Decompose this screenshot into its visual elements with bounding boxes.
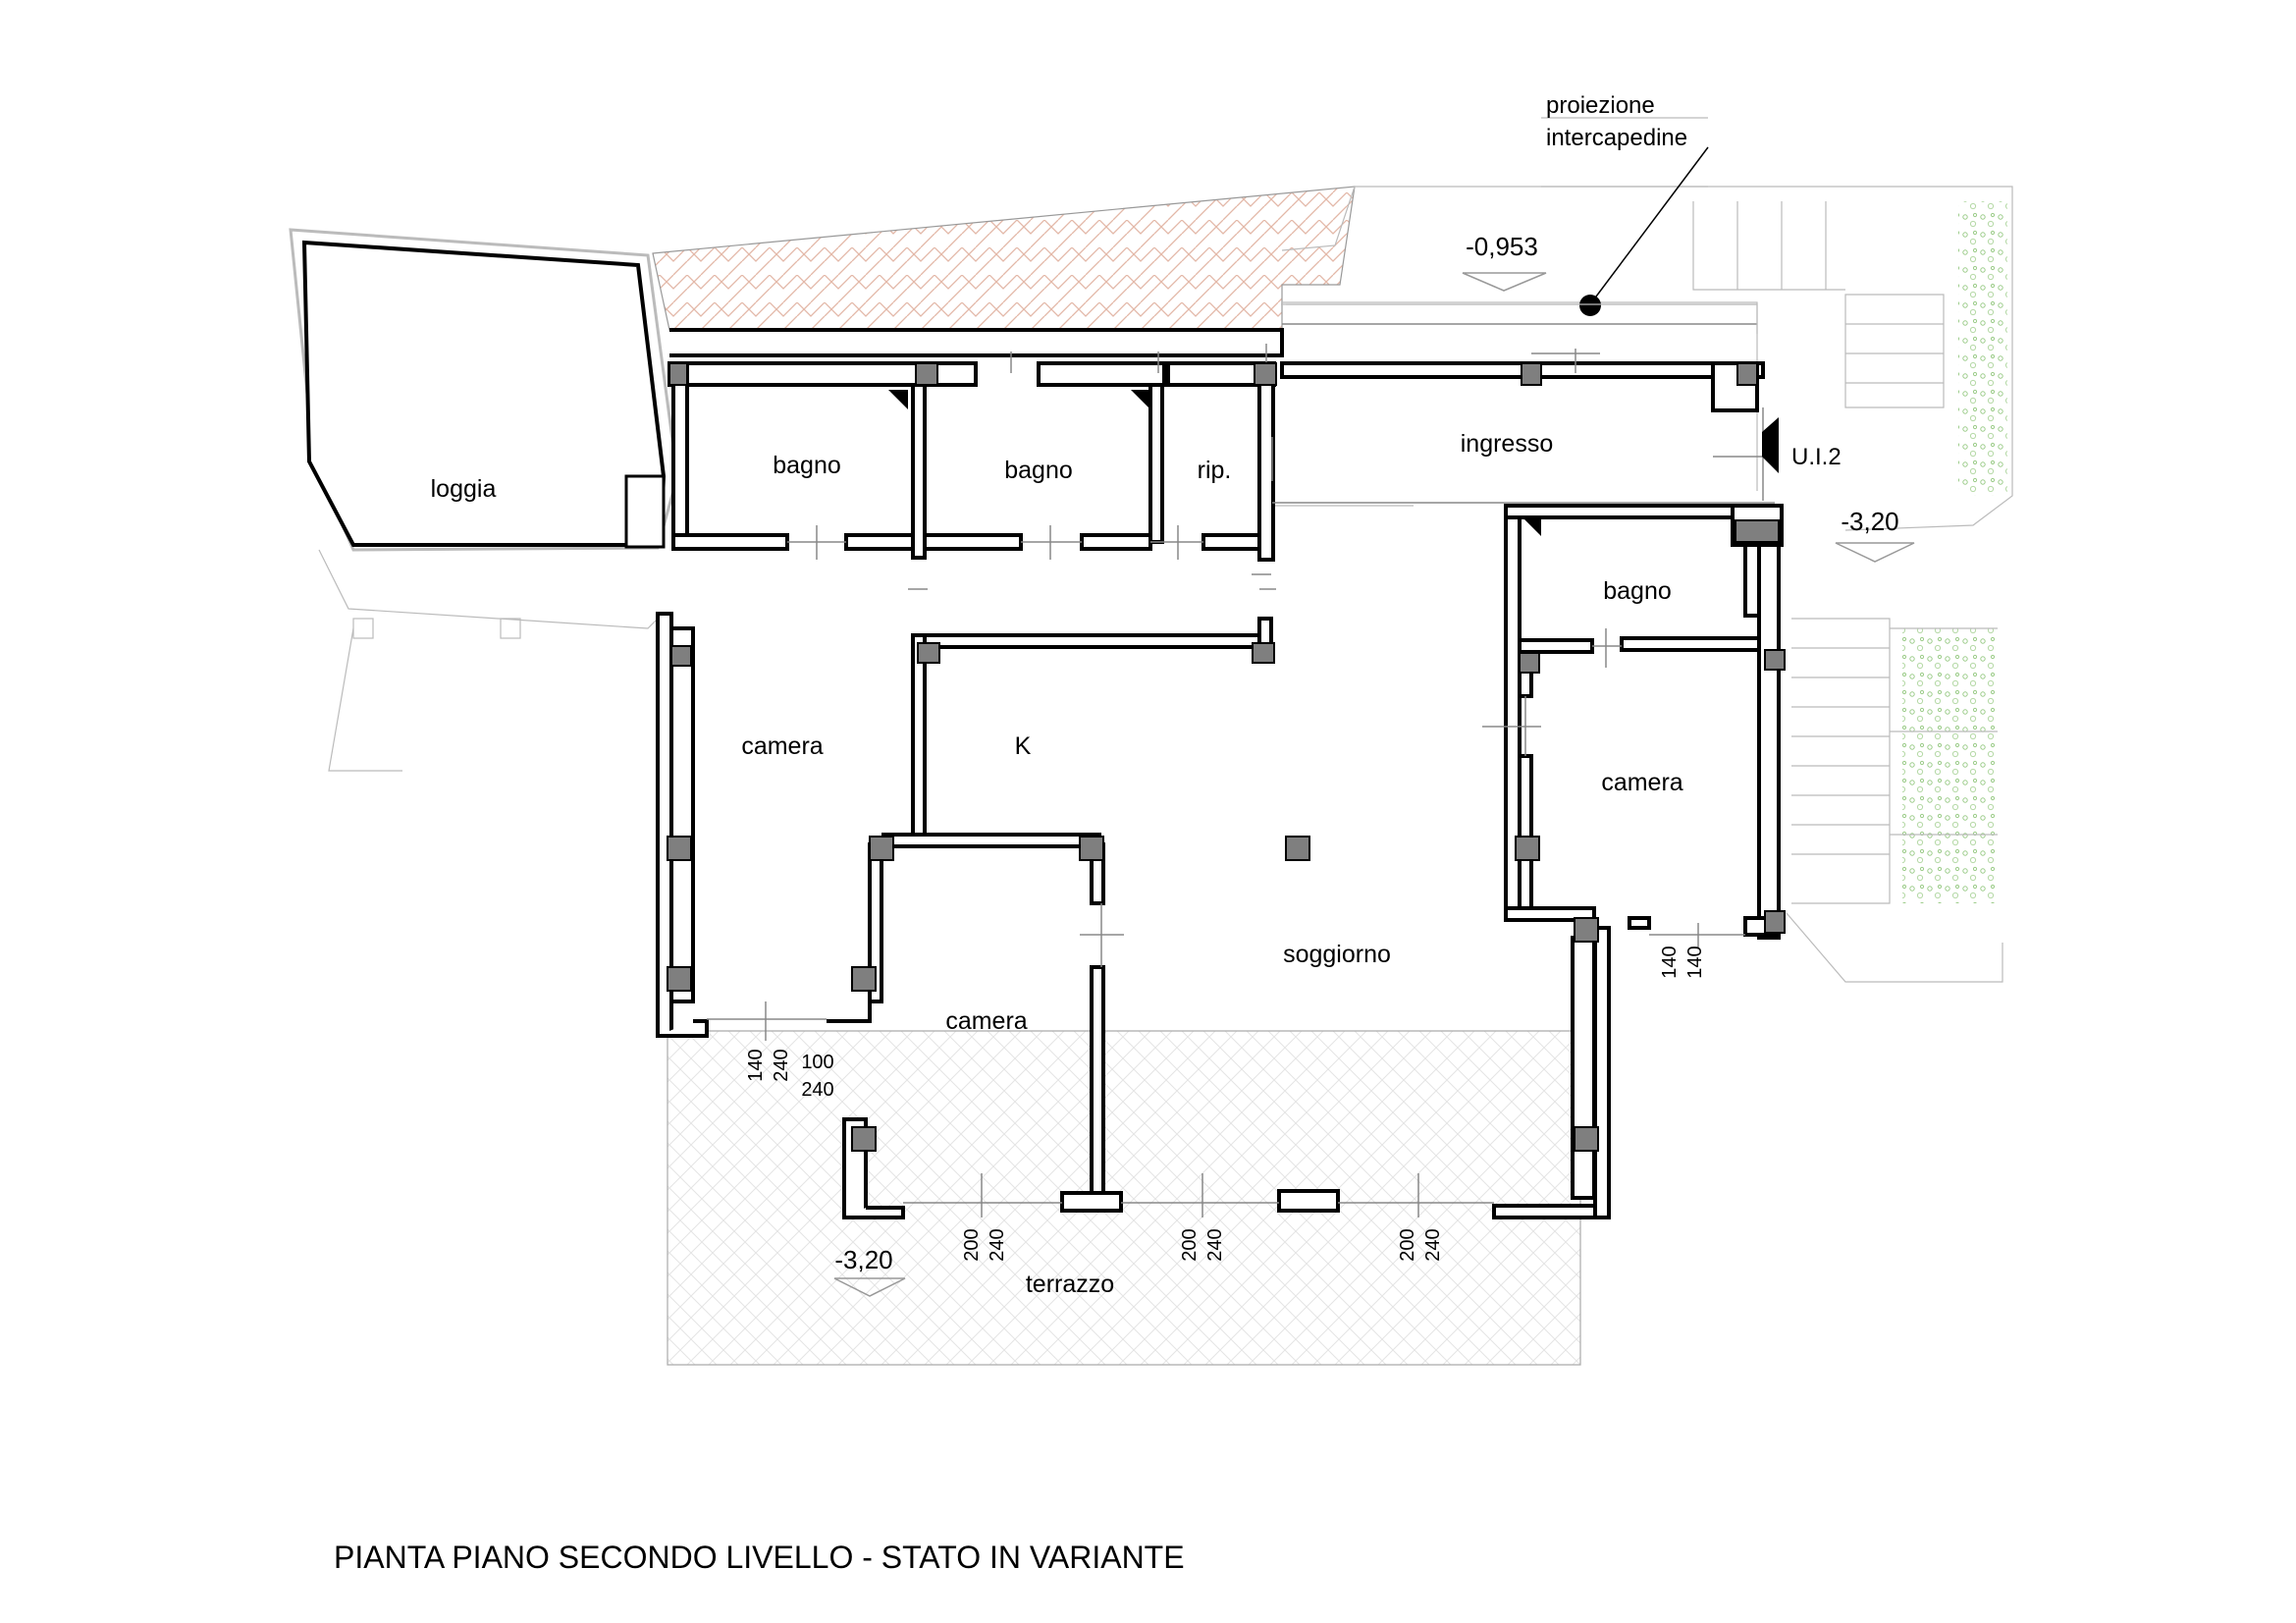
loggia-structure xyxy=(289,228,679,772)
column xyxy=(1574,1126,1599,1152)
vegetation-strip-bottom xyxy=(1902,628,1996,903)
shaft-marker xyxy=(888,390,908,409)
shaft-marker xyxy=(1523,518,1541,536)
unit-label: U.I.2 xyxy=(1791,444,1842,470)
hatched-ground-top xyxy=(652,186,1356,331)
exterior-linework xyxy=(1271,186,2013,983)
room-label-camera-center: camera xyxy=(945,1007,1027,1035)
level-value-right: -3,20 xyxy=(1841,507,1898,536)
level-arrow-terrace xyxy=(833,1277,906,1297)
room-label-soggiorno: soggiorno xyxy=(1283,941,1391,968)
column xyxy=(1079,836,1104,861)
vegetation-strip-top xyxy=(1958,201,2007,496)
projection-label-line1: proiezione xyxy=(1546,92,1655,119)
level-arrow-top xyxy=(1462,272,1547,292)
column xyxy=(869,836,894,861)
room-label-loggia: loggia xyxy=(431,475,497,503)
dimension-text: 140 xyxy=(1684,946,1706,978)
terrace-area xyxy=(667,1030,1581,1366)
room-label-terrazzo: terrazzo xyxy=(1026,1271,1114,1298)
room-label-ripostiglio: rip. xyxy=(1198,457,1232,484)
column xyxy=(668,362,688,386)
column xyxy=(1735,519,1780,543)
column xyxy=(851,966,877,992)
dimension-text: 240 xyxy=(987,1228,1008,1261)
column xyxy=(667,836,692,861)
level-value-terrace: -3,20 xyxy=(834,1245,892,1274)
column xyxy=(1519,652,1540,674)
column xyxy=(1574,917,1599,943)
room-label-ingresso: ingresso xyxy=(1461,430,1554,458)
dimension-text: 240 xyxy=(771,1049,792,1081)
column xyxy=(917,642,940,664)
column xyxy=(851,1126,877,1152)
dimension-text: 200 xyxy=(1397,1228,1418,1261)
drawing-title: PIANTA PIANO SECONDO LIVELLO - STATO IN … xyxy=(334,1540,1185,1575)
room-label-camera-left: camera xyxy=(741,732,823,760)
columns xyxy=(667,362,1786,1152)
shaft-marker xyxy=(1131,390,1148,407)
column xyxy=(1736,362,1758,386)
level-arrow-right xyxy=(1835,542,1915,563)
dimension-text: 240 xyxy=(1422,1228,1444,1261)
column xyxy=(667,966,692,992)
dimension-text: 240 xyxy=(801,1079,833,1101)
projection-marker xyxy=(1286,117,1757,316)
dimension-text: 240 xyxy=(1204,1228,1226,1261)
room-label-kitchen: K xyxy=(1015,732,1032,760)
room-label-bagno-3: bagno xyxy=(1603,577,1672,605)
projection-label-line2: intercapedine xyxy=(1546,125,1687,151)
room-label-bagno-2: bagno xyxy=(1004,457,1073,484)
column xyxy=(1764,649,1786,671)
dimension-text: 140 xyxy=(745,1049,767,1081)
column xyxy=(915,362,938,386)
room-label-camera-right: camera xyxy=(1601,769,1682,796)
column xyxy=(1254,362,1277,386)
column xyxy=(670,645,692,667)
dimension-text: 200 xyxy=(1179,1228,1201,1261)
opening-dimensions: 140 240 100 240 140 140 200 240 200 240 … xyxy=(745,946,1706,1261)
room-label-bagno-1: bagno xyxy=(773,452,841,479)
dimension-text: 200 xyxy=(961,1228,983,1261)
dimension-text: 100 xyxy=(801,1052,833,1073)
column xyxy=(1285,836,1310,861)
column xyxy=(1515,836,1540,861)
column xyxy=(1521,362,1542,386)
door-lines xyxy=(707,301,1775,1217)
column xyxy=(1252,642,1275,664)
column xyxy=(1764,910,1786,934)
dimension-text: 140 xyxy=(1659,946,1681,978)
level-value-top: -0,953 xyxy=(1466,232,1538,261)
entrance-arrow-icon xyxy=(1762,417,1779,473)
